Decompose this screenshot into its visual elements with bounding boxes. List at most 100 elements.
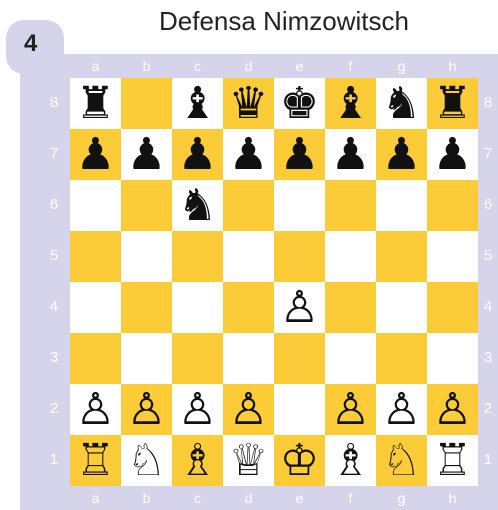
square-a3[interactable]: [70, 333, 121, 384]
square-b2[interactable]: ♙: [121, 384, 172, 435]
square-e7[interactable]: ♟: [274, 129, 325, 180]
square-c7[interactable]: ♟: [172, 129, 223, 180]
square-c5[interactable]: [172, 231, 223, 282]
square-d7[interactable]: ♟: [223, 129, 274, 180]
piece-h8[interactable]: ♜: [433, 82, 472, 126]
square-a5[interactable]: [70, 231, 121, 282]
square-f7[interactable]: ♟: [325, 129, 376, 180]
piece-g2[interactable]: ♙: [382, 388, 421, 432]
square-d4[interactable]: [223, 282, 274, 333]
square-a1[interactable]: ♖: [70, 435, 121, 486]
square-e1[interactable]: ♔: [274, 435, 325, 486]
file-label-b-top: b: [121, 58, 172, 74]
piece-c7[interactable]: ♟: [178, 133, 217, 177]
piece-e4[interactable]: ♙: [280, 286, 319, 330]
square-a8[interactable]: ♜: [70, 78, 121, 129]
square-d6[interactable]: [223, 180, 274, 231]
piece-g7[interactable]: ♟: [382, 133, 421, 177]
square-b6[interactable]: [121, 180, 172, 231]
square-g6[interactable]: [376, 180, 427, 231]
piece-e1[interactable]: ♔: [280, 439, 319, 483]
piece-e7[interactable]: ♟: [280, 133, 319, 177]
square-h8[interactable]: ♜: [427, 78, 478, 129]
square-h5[interactable]: [427, 231, 478, 282]
square-e6[interactable]: [274, 180, 325, 231]
piece-d1[interactable]: ♕: [229, 439, 268, 483]
piece-a8[interactable]: ♜: [76, 82, 115, 126]
piece-d8[interactable]: ♛: [229, 82, 268, 126]
square-g8[interactable]: ♞: [376, 78, 427, 129]
square-c3[interactable]: [172, 333, 223, 384]
square-g2[interactable]: ♙: [376, 384, 427, 435]
piece-h7[interactable]: ♟: [433, 133, 472, 177]
square-e5[interactable]: [274, 231, 325, 282]
square-e2[interactable]: [274, 384, 325, 435]
square-c4[interactable]: [172, 282, 223, 333]
square-f1[interactable]: ♗: [325, 435, 376, 486]
piece-h2[interactable]: ♙: [433, 388, 472, 432]
piece-d2[interactable]: ♙: [229, 388, 268, 432]
square-f4[interactable]: [325, 282, 376, 333]
file-label-a-top: a: [70, 58, 121, 74]
square-d5[interactable]: [223, 231, 274, 282]
square-h1[interactable]: ♖: [427, 435, 478, 486]
file-label-g-bottom: g: [376, 490, 427, 506]
piece-a2[interactable]: ♙: [76, 388, 115, 432]
piece-c1[interactable]: ♗: [178, 439, 217, 483]
square-h3[interactable]: [427, 333, 478, 384]
piece-b2[interactable]: ♙: [127, 388, 166, 432]
square-f6[interactable]: [325, 180, 376, 231]
square-h2[interactable]: ♙: [427, 384, 478, 435]
square-b8[interactable]: [121, 78, 172, 129]
square-c1[interactable]: ♗: [172, 435, 223, 486]
square-e3[interactable]: [274, 333, 325, 384]
square-b5[interactable]: [121, 231, 172, 282]
piece-d7[interactable]: ♟: [229, 133, 268, 177]
piece-f2[interactable]: ♙: [331, 388, 370, 432]
square-f8[interactable]: ♝: [325, 78, 376, 129]
square-b4[interactable]: [121, 282, 172, 333]
piece-b7[interactable]: ♟: [127, 133, 166, 177]
square-b3[interactable]: [121, 333, 172, 384]
square-g3[interactable]: [376, 333, 427, 384]
piece-a7[interactable]: ♟: [76, 133, 115, 177]
piece-a1[interactable]: ♖: [76, 439, 115, 483]
square-d2[interactable]: ♙: [223, 384, 274, 435]
piece-f7[interactable]: ♟: [331, 133, 370, 177]
piece-c8[interactable]: ♝: [178, 82, 217, 126]
square-a7[interactable]: ♟: [70, 129, 121, 180]
square-f2[interactable]: ♙: [325, 384, 376, 435]
square-d1[interactable]: ♕: [223, 435, 274, 486]
square-a4[interactable]: [70, 282, 121, 333]
square-h6[interactable]: [427, 180, 478, 231]
square-c2[interactable]: ♙: [172, 384, 223, 435]
square-a6[interactable]: [70, 180, 121, 231]
square-f5[interactable]: [325, 231, 376, 282]
piece-c2[interactable]: ♙: [178, 388, 217, 432]
piece-b1[interactable]: ♘: [127, 439, 166, 483]
square-g7[interactable]: ♟: [376, 129, 427, 180]
piece-c6[interactable]: ♞: [178, 184, 217, 228]
square-h7[interactable]: ♟: [427, 129, 478, 180]
square-e4[interactable]: ♙: [274, 282, 325, 333]
piece-e8[interactable]: ♚: [280, 82, 319, 126]
square-d3[interactable]: [223, 333, 274, 384]
square-f3[interactable]: [325, 333, 376, 384]
square-g5[interactable]: [376, 231, 427, 282]
square-c8[interactable]: ♝: [172, 78, 223, 129]
piece-g8[interactable]: ♞: [382, 82, 421, 126]
square-b1[interactable]: ♘: [121, 435, 172, 486]
piece-f8[interactable]: ♝: [331, 82, 370, 126]
square-g1[interactable]: ♘: [376, 435, 427, 486]
square-c6[interactable]: ♞: [172, 180, 223, 231]
square-d8[interactable]: ♛: [223, 78, 274, 129]
piece-h1[interactable]: ♖: [433, 439, 472, 483]
square-g4[interactable]: [376, 282, 427, 333]
square-e8[interactable]: ♚: [274, 78, 325, 129]
file-label-a-bottom: a: [70, 490, 121, 506]
piece-f1[interactable]: ♗: [331, 439, 370, 483]
piece-g1[interactable]: ♘: [382, 439, 421, 483]
square-a2[interactable]: ♙: [70, 384, 121, 435]
square-b7[interactable]: ♟: [121, 129, 172, 180]
square-h4[interactable]: [427, 282, 478, 333]
